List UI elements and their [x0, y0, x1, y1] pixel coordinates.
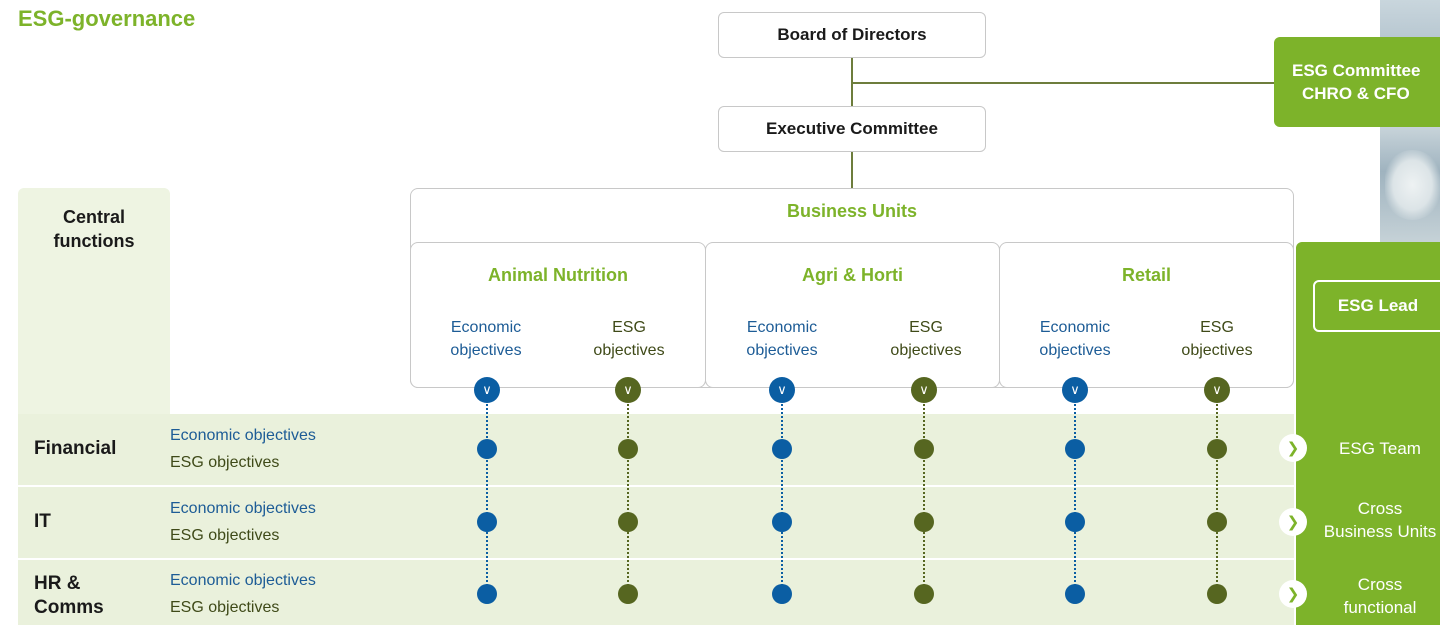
- esg-committee-box: ESG Committee CHRO & CFO: [1274, 37, 1440, 127]
- cloud-shape: [1385, 150, 1440, 220]
- central-functions-line2: functions: [53, 231, 135, 251]
- row-it: [18, 487, 1294, 558]
- row-name-financial: Financial: [34, 438, 117, 459]
- row-economic-objectives: Economic objectives: [170, 572, 316, 589]
- row-economic-objectives: Economic objectives: [170, 427, 316, 444]
- dot-esg: [914, 512, 934, 532]
- unit-title: Retail: [1121, 265, 1172, 285]
- dot-economic: [1065, 512, 1085, 532]
- esg-committee-line2: CHRO & CFO: [1302, 84, 1410, 103]
- business-units-title: Business Units: [786, 201, 918, 221]
- dot-esg: [1207, 584, 1227, 604]
- chevron-down-icon: ∨: [474, 377, 500, 403]
- row-esg-objectives: ESG objectives: [170, 527, 280, 544]
- central-functions-panel: [18, 188, 170, 414]
- row-financial: [18, 414, 1294, 485]
- row-esg-objectives: ESG objectives: [170, 454, 280, 471]
- dot-esg: [618, 512, 638, 532]
- unit-box-agri-horti: [705, 242, 1000, 388]
- chevron-right-icon: ❯: [1279, 434, 1307, 462]
- dot-economic: [477, 584, 497, 604]
- connector-line: [851, 152, 853, 188]
- dotted-line-esg: [1216, 404, 1218, 594]
- chevron-right-icon: ❯: [1279, 508, 1307, 536]
- row-name-it: IT: [34, 511, 51, 532]
- chevron-down-icon: ∨: [911, 377, 937, 403]
- chevron-down-icon: ∨: [1062, 377, 1088, 403]
- executive-committee-box: Executive Committee: [718, 106, 986, 152]
- dotted-line-economic: [781, 404, 783, 594]
- team-label-esg-team: ESG Team: [1339, 439, 1421, 458]
- dot-economic: [477, 512, 497, 532]
- row-economic-objectives: Economic objectives: [170, 500, 316, 517]
- dotted-line-economic: [486, 404, 488, 594]
- dot-esg: [914, 439, 934, 459]
- chevron-right-icon: ❯: [1279, 580, 1307, 608]
- dot-esg: [1207, 512, 1227, 532]
- esg-lead-box: ESG Lead: [1313, 280, 1440, 332]
- chevron-down-icon: ∨: [615, 377, 641, 403]
- connector-line-committee: [851, 82, 1274, 84]
- dot-economic: [1065, 439, 1085, 459]
- row-esg-objectives: ESG objectives: [170, 599, 280, 616]
- dotted-line-esg: [923, 404, 925, 594]
- esg-committee-line1: ESG Committee: [1292, 61, 1421, 80]
- dot-esg: [1207, 439, 1227, 459]
- unit-box-animal-nutrition: [410, 242, 706, 388]
- dot-economic: [772, 584, 792, 604]
- unit-title: Agri & Horti: [802, 265, 903, 285]
- chevron-down-icon: ∨: [1204, 377, 1230, 403]
- central-functions-line1: Central: [62, 207, 125, 227]
- dot-esg: [618, 439, 638, 459]
- dot-esg: [914, 584, 934, 604]
- dot-economic: [477, 439, 497, 459]
- unit-box-retail: [999, 242, 1294, 388]
- board-of-directors-box: Board of Directors: [718, 12, 986, 58]
- dot-economic: [772, 512, 792, 532]
- dot-economic: [772, 439, 792, 459]
- page-title: ESG-governance: [18, 6, 196, 31]
- row-name-hr-comms: HR &Comms: [34, 573, 104, 618]
- dotted-line-economic: [1074, 404, 1076, 594]
- dot-economic: [1065, 584, 1085, 604]
- unit-title: Animal Nutrition: [488, 265, 628, 285]
- central-functions-title: Central functions: [18, 205, 170, 253]
- chevron-down-icon: ∨: [769, 377, 795, 403]
- dot-esg: [618, 584, 638, 604]
- dotted-line-esg: [627, 404, 629, 594]
